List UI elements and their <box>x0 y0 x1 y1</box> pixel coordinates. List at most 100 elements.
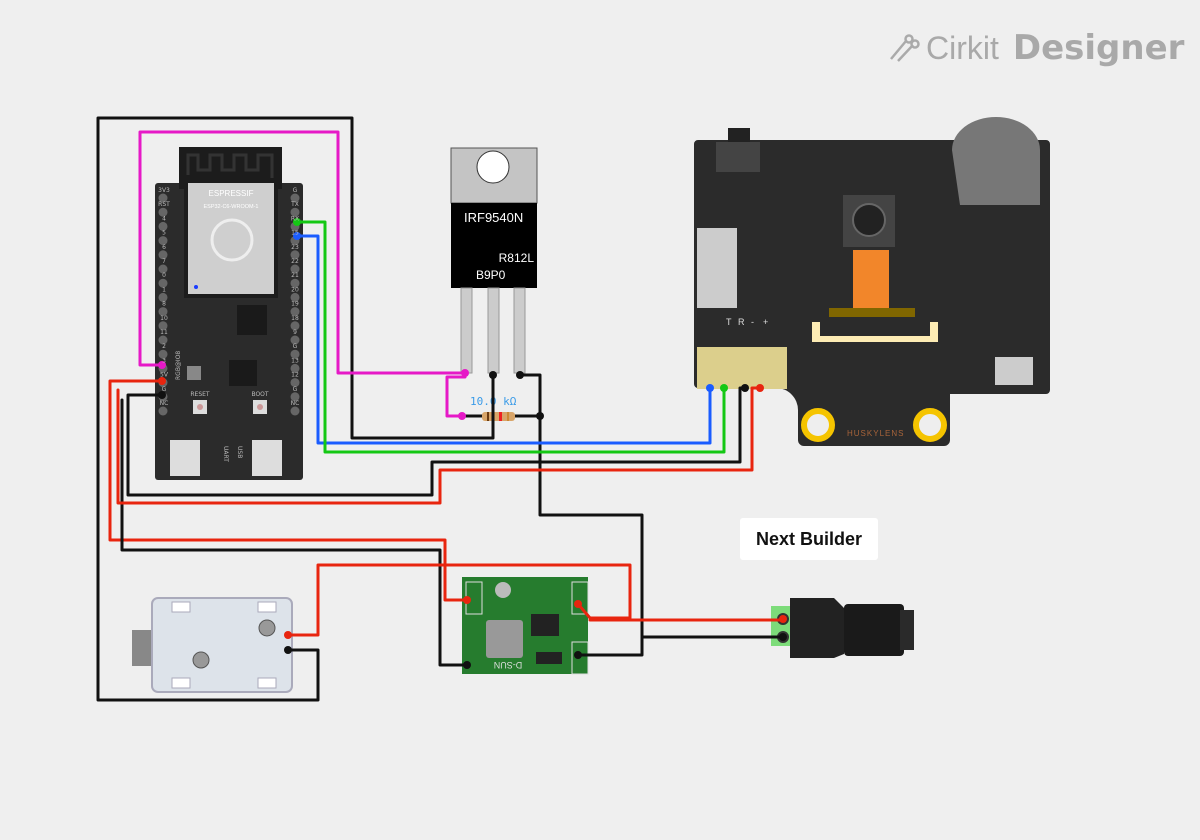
esp32-pin-left-8[interactable] <box>158 307 168 317</box>
brand-name-bold: Designer <box>1012 28 1185 68</box>
esp32-pin-label: 5 <box>162 230 166 237</box>
esp32-pin-label: 22 <box>291 258 299 265</box>
esp32-pin-left-5[interactable] <box>158 264 168 274</box>
wire-red-buck-in[interactable] <box>108 379 469 602</box>
husky-pin-r: R <box>738 317 745 327</box>
esp32-module-label: ESP32-C6-WROOM-1 <box>203 204 258 210</box>
esp32-pin-left-0[interactable] <box>158 193 168 203</box>
esp32-pin-right-7[interactable] <box>290 292 300 302</box>
husky-pin-t: T <box>726 317 732 327</box>
esp32-pin-label: 2 <box>162 343 166 350</box>
esp32-pin-label: NC <box>291 400 300 407</box>
esp32-pin-right-0[interactable] <box>290 193 300 203</box>
esp32-pin-label: 13 <box>291 357 299 364</box>
note-text: Next Builder <box>755 528 863 549</box>
esp32-pin-left-6[interactable] <box>158 278 168 288</box>
husky-pin-plus: + <box>763 317 768 327</box>
esp32-pin-left-4[interactable] <box>158 250 168 260</box>
huskylens-label: HUSKYLENS <box>847 429 904 438</box>
mosfet-batch-label: B9P0 <box>476 268 506 282</box>
esp32-pin-label: G <box>293 343 298 350</box>
esp32-pin-label: 10 <box>160 315 168 322</box>
buck-label: D-SUN <box>494 660 523 670</box>
esp32-pin-right-4[interactable] <box>290 250 300 260</box>
esp32-pin-label: 3 <box>162 357 166 364</box>
rgb-led-label: RGB@IO8 <box>175 351 182 380</box>
solenoid-lock[interactable] <box>132 597 293 693</box>
esp32-pin-left-15[interactable] <box>158 406 168 416</box>
esp32-pin-right-13[interactable] <box>290 378 300 388</box>
usb-label: USB <box>236 446 243 458</box>
boot-label: BOOT <box>251 391 268 398</box>
wires <box>96 116 785 702</box>
irf9540n-mosfet[interactable]: IRF9540N R812L B9P0 <box>450 147 538 374</box>
husky-pin-minus: - <box>751 317 754 327</box>
esp32-pin-right-14[interactable] <box>290 392 300 402</box>
next-builder-note[interactable]: Next Builder <box>740 518 878 560</box>
circuit-traces-icon <box>890 34 920 62</box>
esp32-pin-label: 0 <box>162 272 166 279</box>
dsun-buck-converter[interactable]: D-SUN <box>462 577 589 675</box>
esp32-pin-right-1[interactable] <box>290 207 300 217</box>
esp32-right-header <box>290 193 300 416</box>
esp32-pin-label: 9 <box>293 329 297 336</box>
esp32-pin-right-9[interactable] <box>290 321 300 331</box>
esp32-pin-label: G <box>293 386 298 393</box>
esp32-pin-labels: 3V3RST45670181011235VGNCGTXRX15232221201… <box>158 187 299 407</box>
esp32-pin-label: 23 <box>291 244 299 251</box>
dc-barrel-jack[interactable] <box>771 598 914 658</box>
esp32-pin-label: G <box>162 386 167 393</box>
esp32-pin-label: 18 <box>291 315 299 322</box>
esp32-pin-label: RST <box>158 201 170 208</box>
wire-black-source[interactable] <box>518 373 644 657</box>
mosfet-code-label: R812L <box>499 251 535 265</box>
espressif-logo-icon <box>210 218 254 262</box>
wire-blue-rx[interactable] <box>295 234 712 445</box>
esp32-pin-label: 12 <box>291 372 299 379</box>
esp32-c6-board[interactable]: ESPRESSIF ESP32-C6-WROOM-1 RESET BOOT RG… <box>155 147 303 480</box>
wire-red-solenoid[interactable] <box>286 563 632 637</box>
uart-label: UART <box>222 446 229 462</box>
wire-black-esp-gnd[interactable] <box>126 386 747 497</box>
esp32-pin-left-1[interactable] <box>158 207 168 217</box>
esp32-pin-label: 4 <box>162 215 166 222</box>
esp32-pin-label: 1 <box>162 286 166 293</box>
esp32-pin-label: TX <box>290 201 299 208</box>
esp32-pin-label: 6 <box>162 244 166 251</box>
wire-red-husky-power[interactable] <box>116 386 762 505</box>
esp32-pin-label: 19 <box>291 301 299 308</box>
esp32-pin-left-9[interactable] <box>158 321 168 331</box>
wire-magenta-gate[interactable] <box>138 130 467 375</box>
esp32-pin-label: 7 <box>162 258 166 265</box>
esp32-vendor-label: ESPRESSIF <box>209 189 254 198</box>
esp32-pin-label: 8 <box>162 301 166 308</box>
esp32-pin-left-3[interactable] <box>158 236 168 246</box>
esp32-pin-label: NC <box>160 400 169 407</box>
esp32-pin-label: RX <box>291 215 299 222</box>
esp32-pin-label: 15 <box>291 230 299 237</box>
huskylens-module[interactable]: T R - + HUSKYLENS <box>694 117 1050 446</box>
reset-label: RESET <box>190 391 210 398</box>
mosfet-part-label: IRF9540N <box>464 210 523 225</box>
esp32-pin-right-5[interactable] <box>290 264 300 274</box>
wire-green-tx[interactable] <box>295 220 726 454</box>
esp32-pin-left-7[interactable] <box>158 292 168 302</box>
esp32-pin-left-2[interactable] <box>158 221 168 231</box>
esp32-pin-right-10[interactable] <box>290 335 300 345</box>
esp32-pin-left-11[interactable] <box>158 349 168 359</box>
esp32-pin-right-6[interactable] <box>290 278 300 288</box>
esp32-pin-right-8[interactable] <box>290 307 300 317</box>
resistor-10k[interactable]: 10.0 kΩ <box>462 395 540 421</box>
wire-endpoints <box>158 218 787 669</box>
wire-black-gnd-loop[interactable] <box>96 116 495 702</box>
esp32-pin-left-10[interactable] <box>158 335 168 345</box>
wire-magenta-resistor[interactable] <box>445 375 467 418</box>
esp32-pin-right-11[interactable] <box>290 349 300 359</box>
esp32-pin-right-12[interactable] <box>290 363 300 373</box>
esp32-pin-label: G <box>293 187 298 194</box>
esp32-pin-label: 21 <box>291 272 299 279</box>
wire-black-buck-gnd[interactable] <box>120 398 469 667</box>
esp32-pin-right-15[interactable] <box>290 406 300 416</box>
